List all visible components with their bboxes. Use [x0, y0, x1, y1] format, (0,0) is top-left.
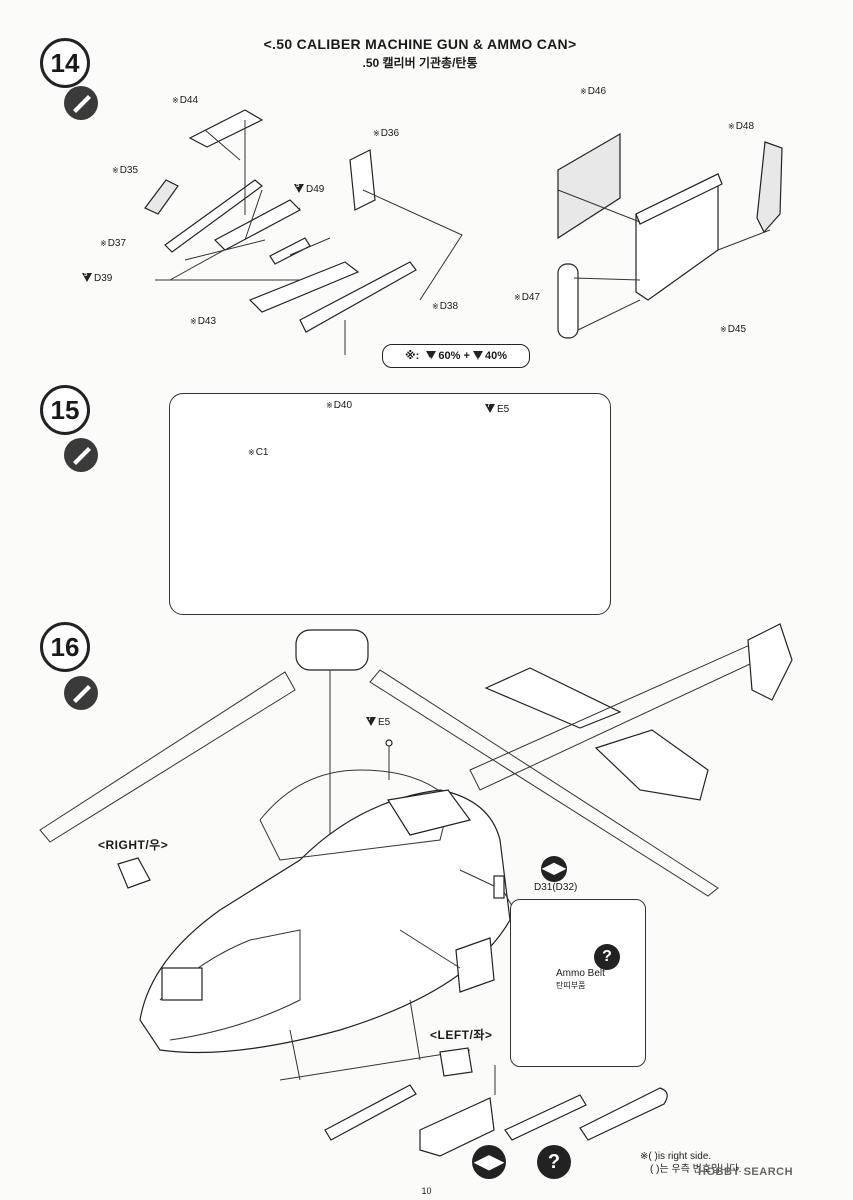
alternate-side-icon: ◀▶ [472, 1145, 506, 1179]
gun-pod-left-drawing [419, 1097, 495, 1157]
missile-launcher-drawing [504, 1094, 587, 1141]
label-d35: ※D35 [112, 165, 139, 176]
alternate-side-icon: ◀▶ [541, 856, 567, 882]
paint-brush-icon [64, 86, 98, 120]
step-14-subtitle: .50 캘리버 기관총/탄통 [362, 56, 478, 70]
ammo-belt-label: Ammo Belt [556, 968, 605, 979]
paint-brush-icon [64, 676, 98, 710]
part-d38-drawing [299, 261, 417, 333]
step-16-number: 16 [40, 622, 90, 672]
optional-part-icon: ? [537, 1145, 571, 1179]
tail-fin-drawing [747, 623, 793, 701]
part-d35-drawing [144, 179, 179, 215]
step-14-number: 14 [40, 38, 90, 88]
label-c1: ※C1 [248, 447, 269, 458]
step-15-frame [169, 393, 611, 615]
label-d46: ※D46 [580, 86, 607, 97]
gun-receiver-drawing [214, 199, 301, 251]
part-d37-drawing [164, 179, 263, 253]
part-d45-drawing [635, 173, 719, 301]
step-14-title: <.50 CALIBER MACHINE GUN & AMMO CAN> [263, 36, 577, 52]
ammo-can-drawing [455, 937, 495, 993]
paint-brush-icon [64, 438, 98, 472]
right-side-note-kr: ( )는 우측 번호입니다. [650, 1164, 742, 1175]
label-d36: ※D36 [373, 128, 400, 139]
ammo-belt-label-kr: 탄띠부품 [556, 981, 586, 990]
part-d46-drawing [557, 132, 621, 240]
fuselage-drawing [139, 789, 511, 1054]
rotor-hub-drawing [295, 629, 369, 671]
label-d38: ※D38 [432, 301, 459, 312]
label-d40: ※D40 [326, 400, 353, 411]
part-d36-drawing [349, 149, 376, 211]
helicopter-drawing [39, 623, 793, 1157]
part-d49-drawing [269, 237, 311, 265]
label-d45: ※D45 [720, 324, 747, 335]
label-d48: ※D48 [728, 121, 755, 132]
watermark: HOBBY SEARCH [698, 1166, 794, 1178]
part-d31-drawing [493, 875, 505, 899]
fuel-tank-drawing [579, 1087, 668, 1141]
label-d47: ※D47 [514, 292, 541, 303]
page-number: 10 [421, 1186, 432, 1196]
part-d44-drawing [188, 109, 264, 148]
label-d31: D31(D32) [534, 882, 578, 893]
left-side-label: <LEFT/좌> [430, 1028, 493, 1042]
ammo-belt-inset [510, 899, 646, 1067]
right-side-label: <RIGHT/우> [98, 838, 169, 852]
part-d43-drawing [248, 261, 360, 313]
step-15-number: 15 [40, 385, 90, 435]
label-d43: ※D43 [190, 316, 217, 327]
optional-part-icon: ? [594, 944, 620, 970]
part-d48-drawing [756, 141, 783, 234]
right-side-note-en: ※( )is right side. [640, 1151, 712, 1162]
part-d47-drawing [557, 263, 579, 339]
label-d44: ※D44 [172, 95, 199, 106]
horizontal-stabilizer-drawing [484, 667, 622, 729]
label-d37: ※D37 [100, 238, 127, 249]
rocket-pod-drawing [324, 1084, 417, 1141]
